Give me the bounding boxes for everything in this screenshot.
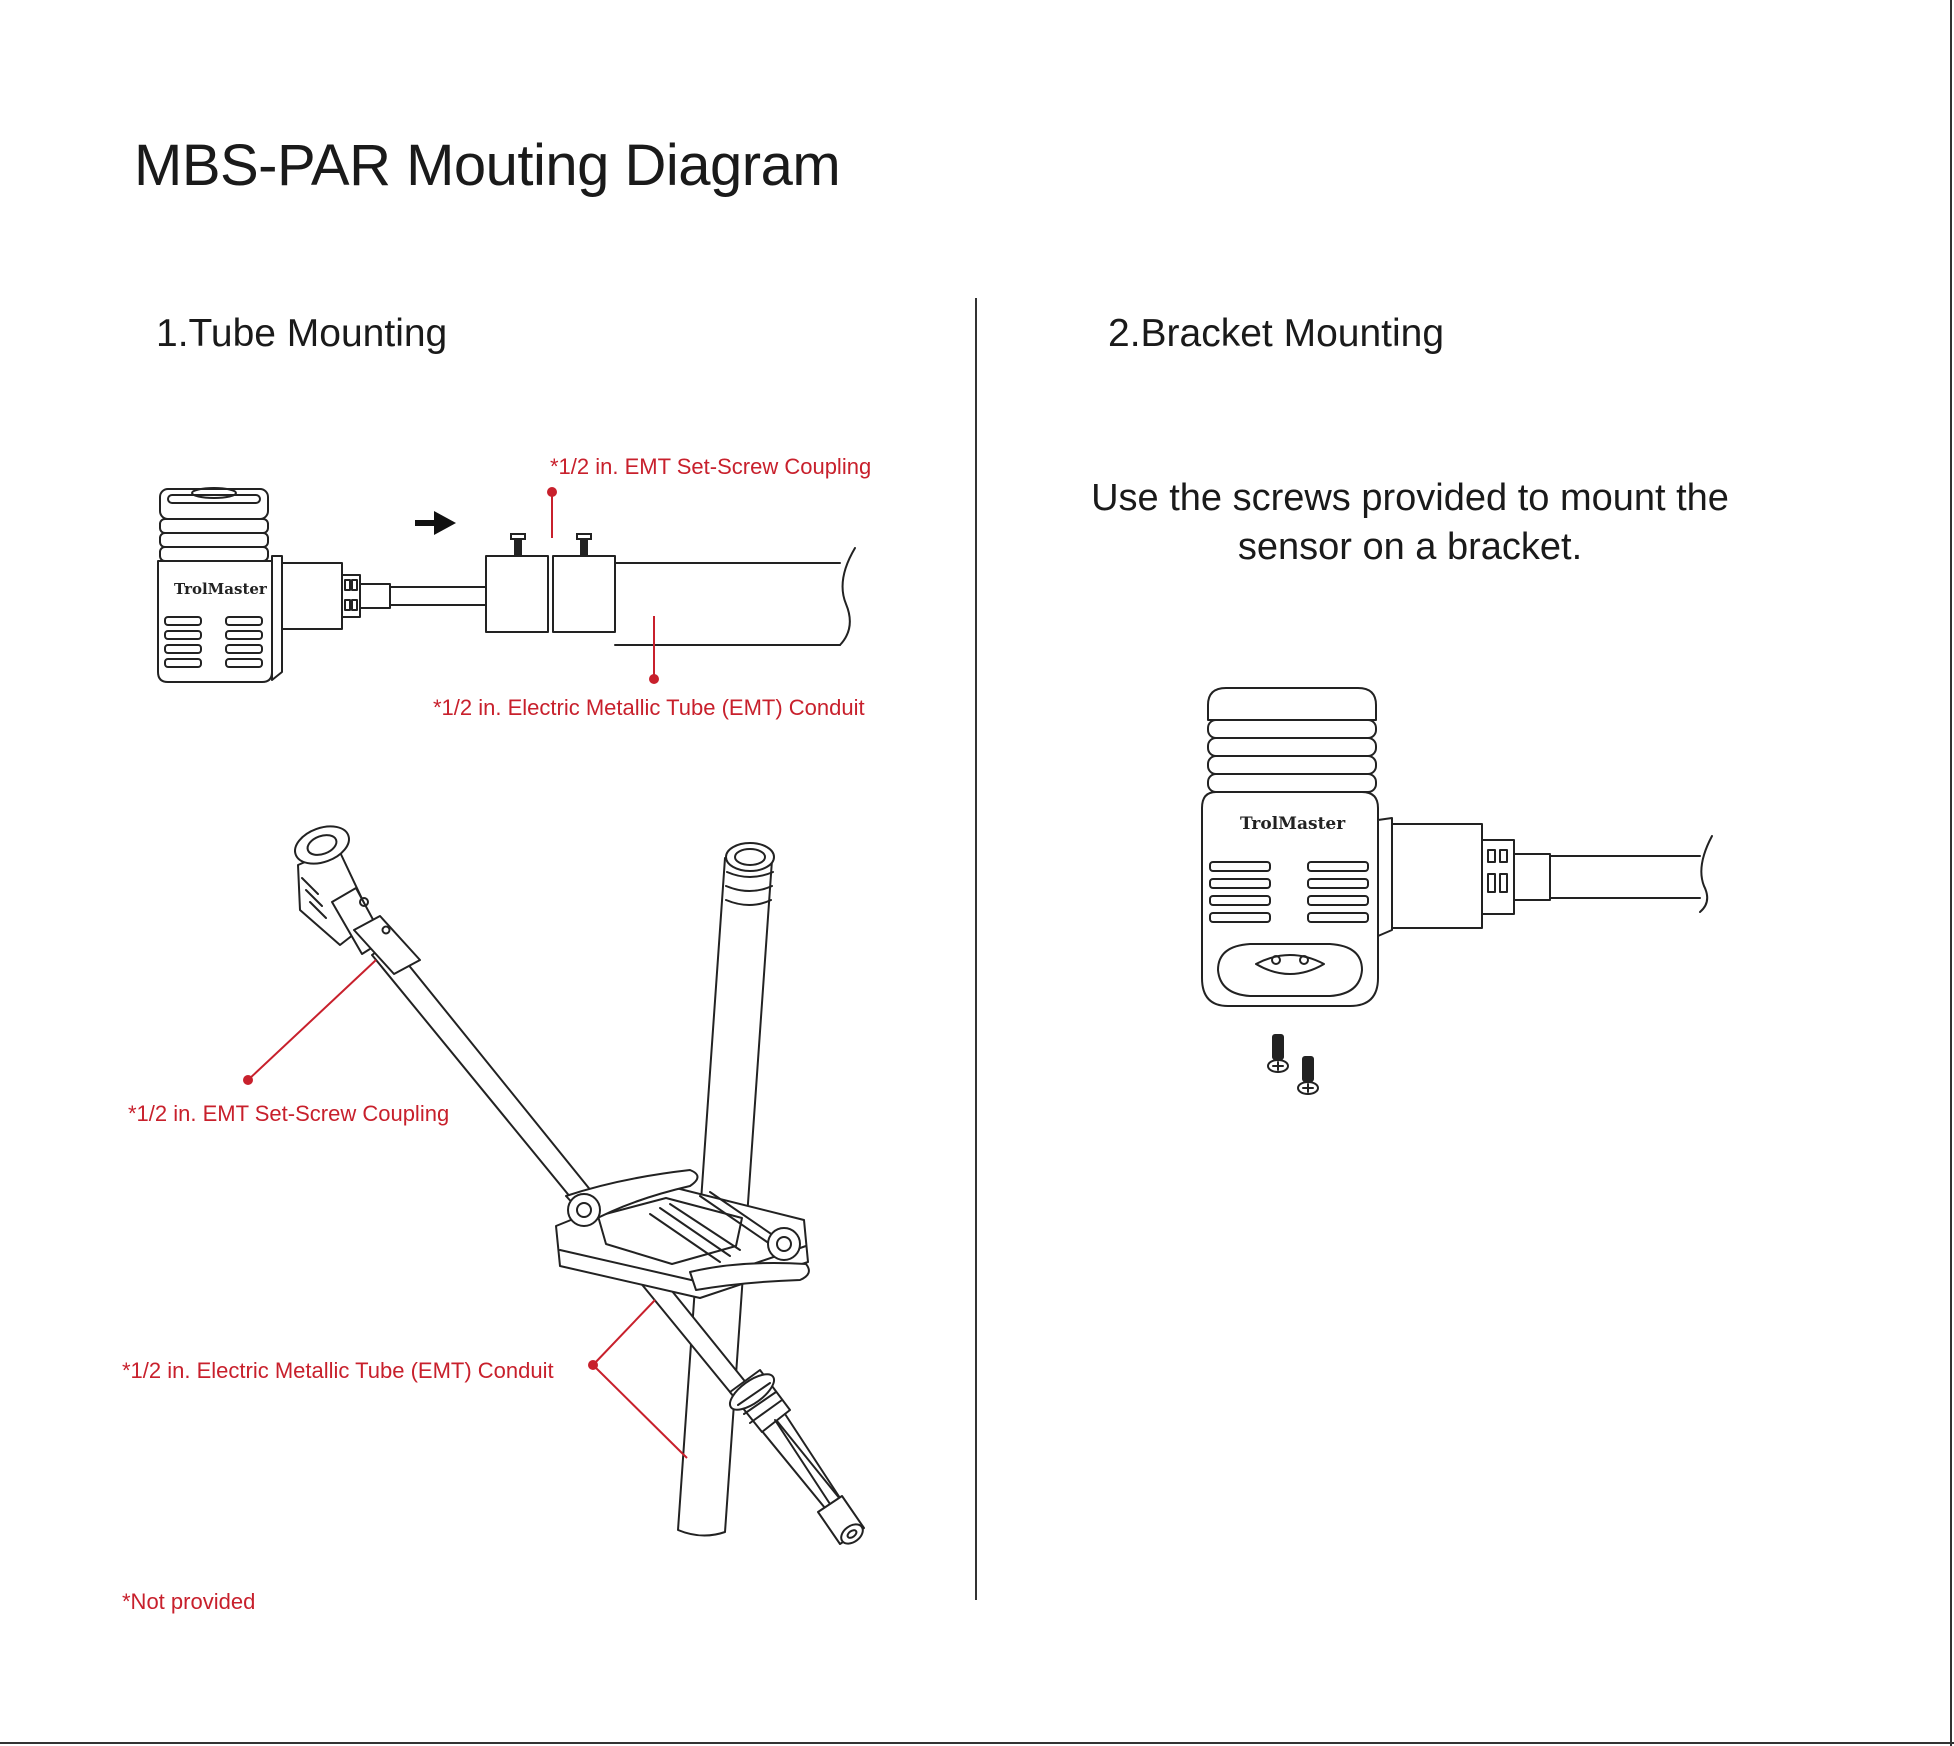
sensor-side-view-illustration: TrolMaster [157,487,487,683]
clamp-illustration [555,1169,810,1299]
screw-icon [1267,1034,1319,1095]
callout-leader-coupling-bottom [243,959,377,1085]
section-title-tube: 1.Tube Mounting [156,312,448,355]
vertical-pipe-illustration [677,842,775,1537]
page-title: MBS-PAR Mouting Diagram [134,133,841,198]
callout-coupling-top: *1/2 in. EMT Set-Screw Coupling [550,454,872,479]
conduit-end-fitting-illustration [728,1369,865,1545]
arrow-right-icon [415,511,456,535]
callout-coupling-bottom: *1/2 in. EMT Set-Screw Coupling [128,1101,450,1126]
sensor-angled-illustration [294,825,421,975]
section-title-bracket: 2.Bracket Mounting [1108,312,1445,355]
callout-leader-conduit-top [649,616,659,684]
column-divider [975,298,977,1600]
page-border-right [1950,0,1952,1746]
set-screw-coupling-illustration [485,533,616,633]
brand-logo: TrolMaster [174,580,268,598]
emt-conduit-illustration [614,547,856,646]
bracket-instruction: Use the screws provided to mount the sen… [1091,477,1729,568]
callout-conduit-bottom: *1/2 in. Electric Metallic Tube (EMT) Co… [122,1358,554,1383]
callout-conduit-top: *1/2 in. Electric Metallic Tube (EMT) Co… [433,695,865,720]
callout-leader-conduit-bottom [588,1299,688,1459]
sensor-bracket-illustration: TrolMaster [1201,687,1713,1007]
footnote-not-provided: *Not provided [122,1589,256,1614]
brand-logo-bracket: TrolMaster [1240,814,1346,834]
page-border-bottom [0,1742,1954,1744]
callout-leader-coupling-top [547,487,557,538]
